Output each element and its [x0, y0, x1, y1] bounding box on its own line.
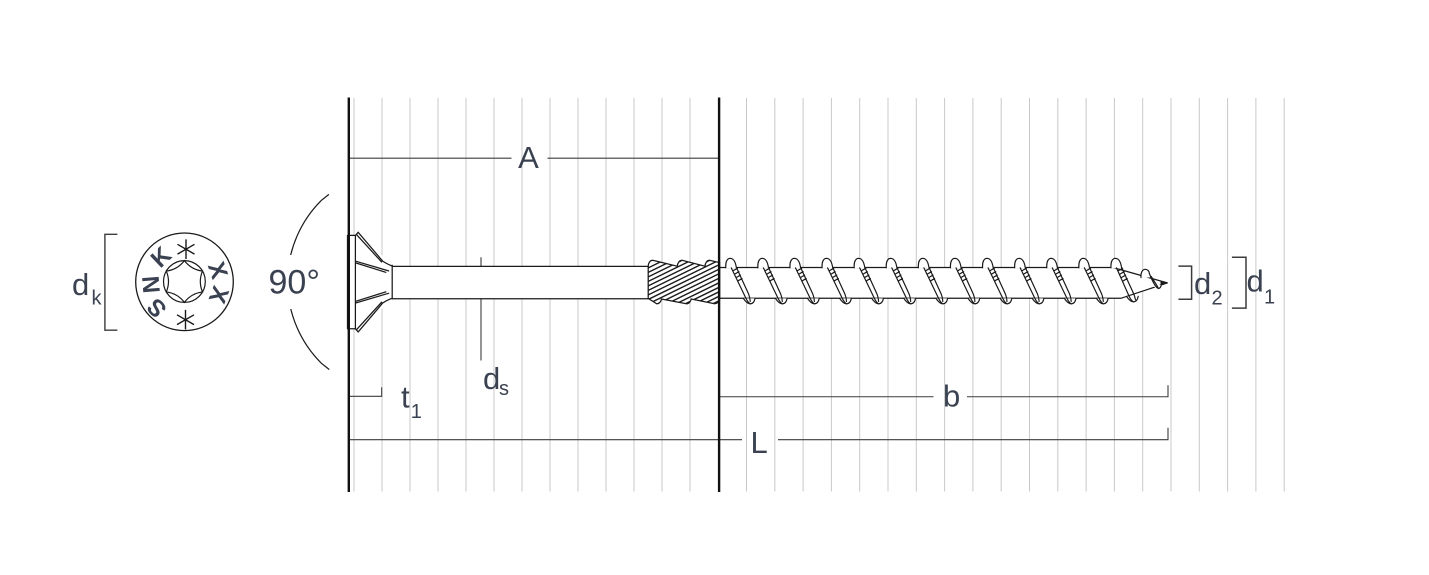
svg-text:L: L: [751, 425, 768, 460]
svg-text:d: d: [483, 361, 500, 396]
svg-text:k: k: [92, 288, 103, 310]
svg-text:d: d: [1194, 266, 1211, 301]
svg-text:90°: 90°: [269, 264, 320, 302]
svg-text:s: s: [499, 378, 509, 400]
svg-text:b: b: [943, 378, 960, 413]
svg-text:2: 2: [1212, 288, 1223, 310]
svg-text:d: d: [1247, 263, 1264, 298]
svg-text:1: 1: [1264, 287, 1275, 309]
svg-text:d: d: [72, 267, 89, 302]
svg-text:t: t: [401, 379, 410, 414]
svg-text:1: 1: [411, 401, 422, 423]
svg-text:A: A: [518, 140, 539, 175]
svg-text:N: N: [138, 275, 166, 294]
